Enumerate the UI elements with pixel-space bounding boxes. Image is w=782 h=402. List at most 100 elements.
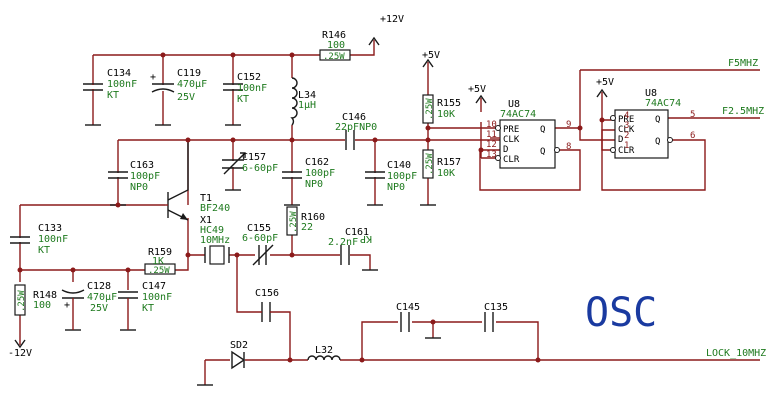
svg-text:100pF: 100pF <box>305 168 335 179</box>
svg-text:C152: C152 <box>237 72 261 83</box>
crystal-x1 <box>204 245 230 265</box>
svg-text:KT: KT <box>107 90 119 101</box>
trimmer-capacitor-c157 <box>222 152 246 175</box>
resistors <box>14 49 434 316</box>
svg-text:C135: C135 <box>484 302 508 313</box>
svg-text:.25W: .25W <box>17 290 27 312</box>
svg-text:74AC74: 74AC74 <box>500 109 536 120</box>
svg-text:.25W: .25W <box>289 211 299 233</box>
svg-text:25V: 25V <box>177 92 195 103</box>
svg-text:1K: 1K <box>152 256 164 267</box>
svg-text:R146: R146 <box>322 30 346 41</box>
svg-text:C163: C163 <box>130 160 154 171</box>
inductors <box>290 77 341 361</box>
svg-text:470µF: 470µF <box>177 79 207 90</box>
svg-text:L32: L32 <box>315 345 333 356</box>
svg-text:100pF: 100pF <box>387 171 417 182</box>
svg-text:NP0: NP0 <box>387 182 405 193</box>
svg-text:100: 100 <box>33 300 51 311</box>
svg-text:Q: Q <box>540 147 545 157</box>
svg-text:Q: Q <box>655 137 660 147</box>
capacitor-plates <box>10 83 385 299</box>
svg-text:CLK: CLK <box>618 125 635 135</box>
svg-text:100nF: 100nF <box>237 83 267 94</box>
svg-text:+5V: +5V <box>596 77 614 88</box>
svg-text:C119: C119 <box>177 68 201 79</box>
svg-text:CLK: CLK <box>503 135 520 145</box>
svg-text:6: 6 <box>690 131 695 141</box>
svg-text:+: + <box>64 300 70 311</box>
svg-text:R157: R157 <box>437 157 461 168</box>
svg-text:C140: C140 <box>387 160 411 171</box>
svg-text:NP0: NP0 <box>130 182 148 193</box>
flip-flop-ic1: U8 74AC74 PRE CLK D CLR Q Q 10 11 12 13 … <box>486 99 571 169</box>
svg-text:PRE: PRE <box>503 125 519 135</box>
svg-text:.25W: .25W <box>323 52 345 62</box>
svg-text:2.2nF: 2.2nF <box>328 237 358 248</box>
svg-text:KP: KP <box>360 233 372 244</box>
svg-text:F5MHZ: F5MHZ <box>728 58 758 69</box>
svg-text:D: D <box>503 145 508 155</box>
svg-text:10: 10 <box>486 120 497 130</box>
svg-text:C146: C146 <box>342 112 366 123</box>
svg-text:3: 3 <box>624 121 629 131</box>
svg-text:8: 8 <box>566 142 571 152</box>
svg-text:5: 5 <box>690 110 695 120</box>
svg-text:100nF: 100nF <box>38 234 68 245</box>
svg-text:22: 22 <box>301 222 313 233</box>
svg-text:C133: C133 <box>38 223 62 234</box>
svg-text:C128: C128 <box>87 281 111 292</box>
svg-text:U8: U8 <box>645 88 657 99</box>
svg-text:22pFNP0: 22pFNP0 <box>335 122 377 133</box>
svg-text:+5V: +5V <box>422 50 440 61</box>
svg-text:25V: 25V <box>90 303 108 314</box>
svg-text:L34: L34 <box>298 90 316 101</box>
svg-text:10K: 10K <box>437 168 455 179</box>
svg-text:10MHz: 10MHz <box>200 235 230 246</box>
svg-text:1: 1 <box>624 141 629 151</box>
svg-text:C147: C147 <box>142 281 166 292</box>
svg-text:LOCK_10MHZ: LOCK_10MHZ <box>706 348 766 359</box>
series-capacitors <box>252 130 496 332</box>
svg-text:F2.5MHZ: F2.5MHZ <box>722 106 764 117</box>
diode-sd2 <box>231 350 246 370</box>
svg-text:T1: T1 <box>200 193 212 204</box>
svg-text:+12V: +12V <box>380 14 404 25</box>
svg-text:+5V: +5V <box>468 84 486 95</box>
svg-text:D: D <box>618 135 623 145</box>
svg-text:C162: C162 <box>305 157 329 168</box>
svg-text:X1: X1 <box>200 215 212 226</box>
transistor-t1 <box>165 140 189 221</box>
svg-text:1µH: 1µH <box>298 100 316 111</box>
svg-text:C157: C157 <box>242 152 266 163</box>
svg-text:100: 100 <box>327 40 345 51</box>
svg-text:.25W: .25W <box>425 153 435 175</box>
svg-text:U8: U8 <box>508 99 520 110</box>
svg-text:-12V: -12V <box>8 348 32 359</box>
svg-text:.25W: .25W <box>148 266 170 276</box>
svg-text:R160: R160 <box>301 212 325 223</box>
svg-text:100pF: 100pF <box>130 171 160 182</box>
svg-text:12: 12 <box>486 140 497 150</box>
svg-text:470µF: 470µF <box>87 292 117 303</box>
svg-text:4: 4 <box>624 111 629 121</box>
svg-text:CLR: CLR <box>618 146 635 156</box>
svg-text:CLR: CLR <box>503 155 520 165</box>
svg-text:+: + <box>150 72 156 83</box>
svg-text:6-60pF: 6-60pF <box>242 233 278 244</box>
svg-text:100nF: 100nF <box>142 292 172 303</box>
svg-text:PRE: PRE <box>618 115 634 125</box>
svg-text:BF240: BF240 <box>200 203 230 214</box>
cap-gaps <box>17 85 378 297</box>
svg-text:R148: R148 <box>33 290 57 301</box>
svg-text:.25W: .25W <box>425 98 435 120</box>
svg-text:C155: C155 <box>247 223 271 234</box>
svg-text:Q: Q <box>540 125 545 135</box>
svg-text:R159: R159 <box>148 247 172 258</box>
component-labels: +12V R146 100 C134 100nF KT C119 470µF 2… <box>8 14 614 359</box>
net-labels: F5MHZ F2.5MHZ LOCK_10MHZ <box>706 58 766 359</box>
svg-text:KT: KT <box>142 303 154 314</box>
svg-text:R155: R155 <box>437 98 461 109</box>
svg-text:KT: KT <box>38 245 50 256</box>
